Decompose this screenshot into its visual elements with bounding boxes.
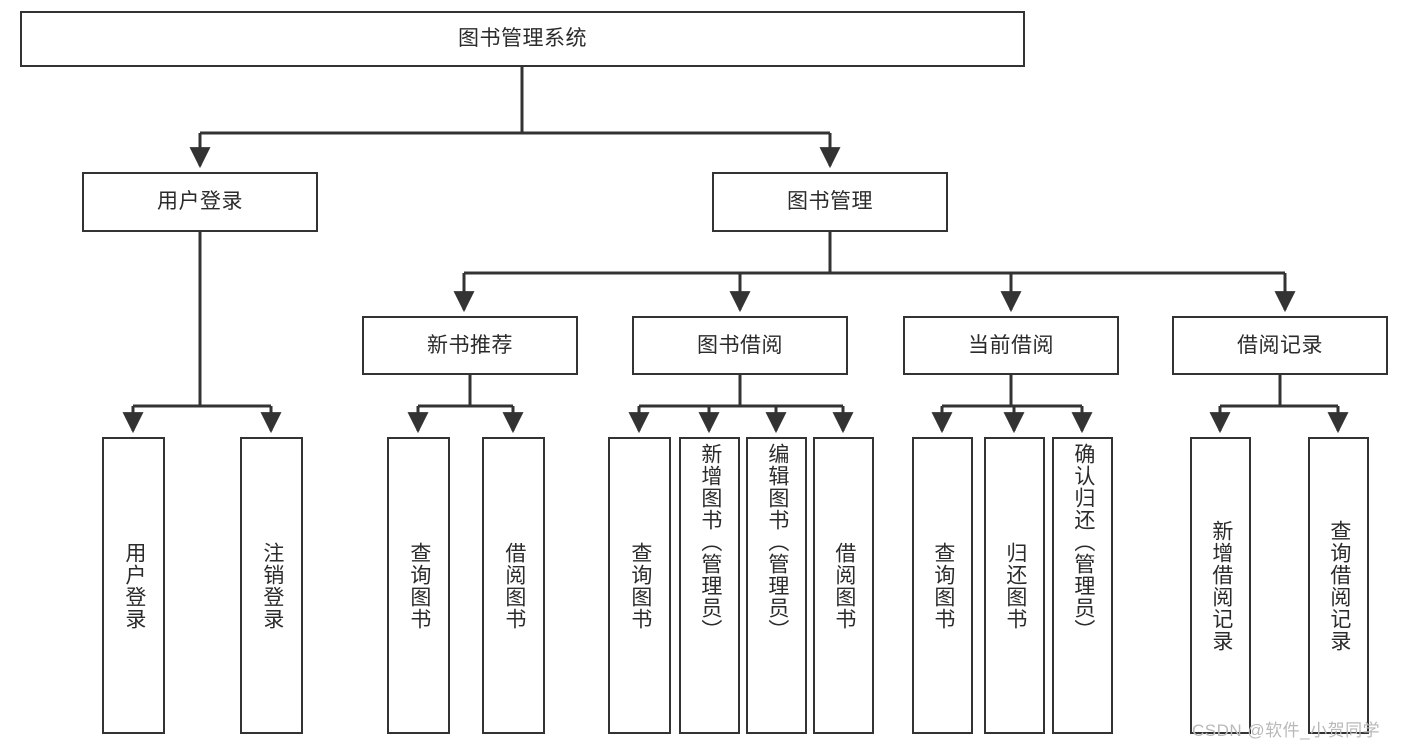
node-leaf-add-book-admin[interactable]: 新增图书（管理员） [679, 437, 740, 734]
node-leaf-query-borrow-record[interactable]: 查询借阅记录 [1308, 437, 1369, 734]
node-label: 借阅图书 [832, 541, 856, 630]
node-label: 新增借阅记录 [1209, 519, 1233, 652]
node-leaf-confirm-return-admin[interactable]: 确认归还（管理员） [1052, 437, 1113, 734]
node-label: 注销登录 [260, 541, 284, 630]
node-system-root[interactable]: 图书管理系统 [20, 11, 1025, 67]
node-label: 编辑图书（管理员） [765, 443, 789, 641]
node-label: 归还图书 [1003, 541, 1027, 630]
node-label: 图书管理系统 [458, 27, 587, 51]
node-leaf-borrow-book-2[interactable]: 借阅图书 [813, 437, 874, 734]
node-leaf-add-borrow-record[interactable]: 新增借阅记录 [1190, 437, 1251, 734]
node-leaf-borrow-book-1[interactable]: 借阅图书 [482, 437, 545, 734]
node-label: 查询图书 [407, 541, 431, 630]
node-book-manage[interactable]: 图书管理 [712, 172, 948, 232]
node-current-borrow[interactable]: 当前借阅 [903, 316, 1119, 375]
node-label: 图书借阅 [697, 333, 783, 357]
node-label: 查询图书 [931, 541, 955, 630]
node-label: 确认归还（管理员） [1071, 443, 1095, 641]
node-leaf-return-book[interactable]: 归还图书 [984, 437, 1045, 734]
node-label: 借阅记录 [1237, 333, 1323, 357]
node-borrow-record[interactable]: 借阅记录 [1172, 316, 1388, 375]
node-leaf-query-book-1[interactable]: 查询图书 [387, 437, 450, 734]
node-label: 查询图书 [628, 541, 652, 630]
node-label: 图书管理 [787, 190, 873, 214]
node-leaf-logout[interactable]: 注销登录 [240, 437, 303, 734]
node-leaf-edit-book-admin[interactable]: 编辑图书（管理员） [746, 437, 807, 734]
node-book-borrow[interactable]: 图书借阅 [632, 316, 848, 375]
node-leaf-user-login[interactable]: 用户登录 [102, 437, 165, 734]
node-user-login[interactable]: 用户登录 [82, 172, 318, 232]
node-label: 用户登录 [157, 190, 243, 214]
node-label: 用户登录 [122, 541, 146, 630]
node-label: 当前借阅 [968, 333, 1054, 357]
node-leaf-query-book-3[interactable]: 查询图书 [912, 437, 973, 734]
node-new-book-recommend[interactable]: 新书推荐 [362, 316, 578, 375]
node-label: 借阅图书 [502, 541, 526, 630]
node-label: 新书推荐 [427, 333, 513, 357]
node-leaf-query-book-2[interactable]: 查询图书 [608, 437, 671, 734]
node-label: 新增图书（管理员） [698, 443, 722, 641]
node-label: 查询借阅记录 [1327, 519, 1351, 652]
